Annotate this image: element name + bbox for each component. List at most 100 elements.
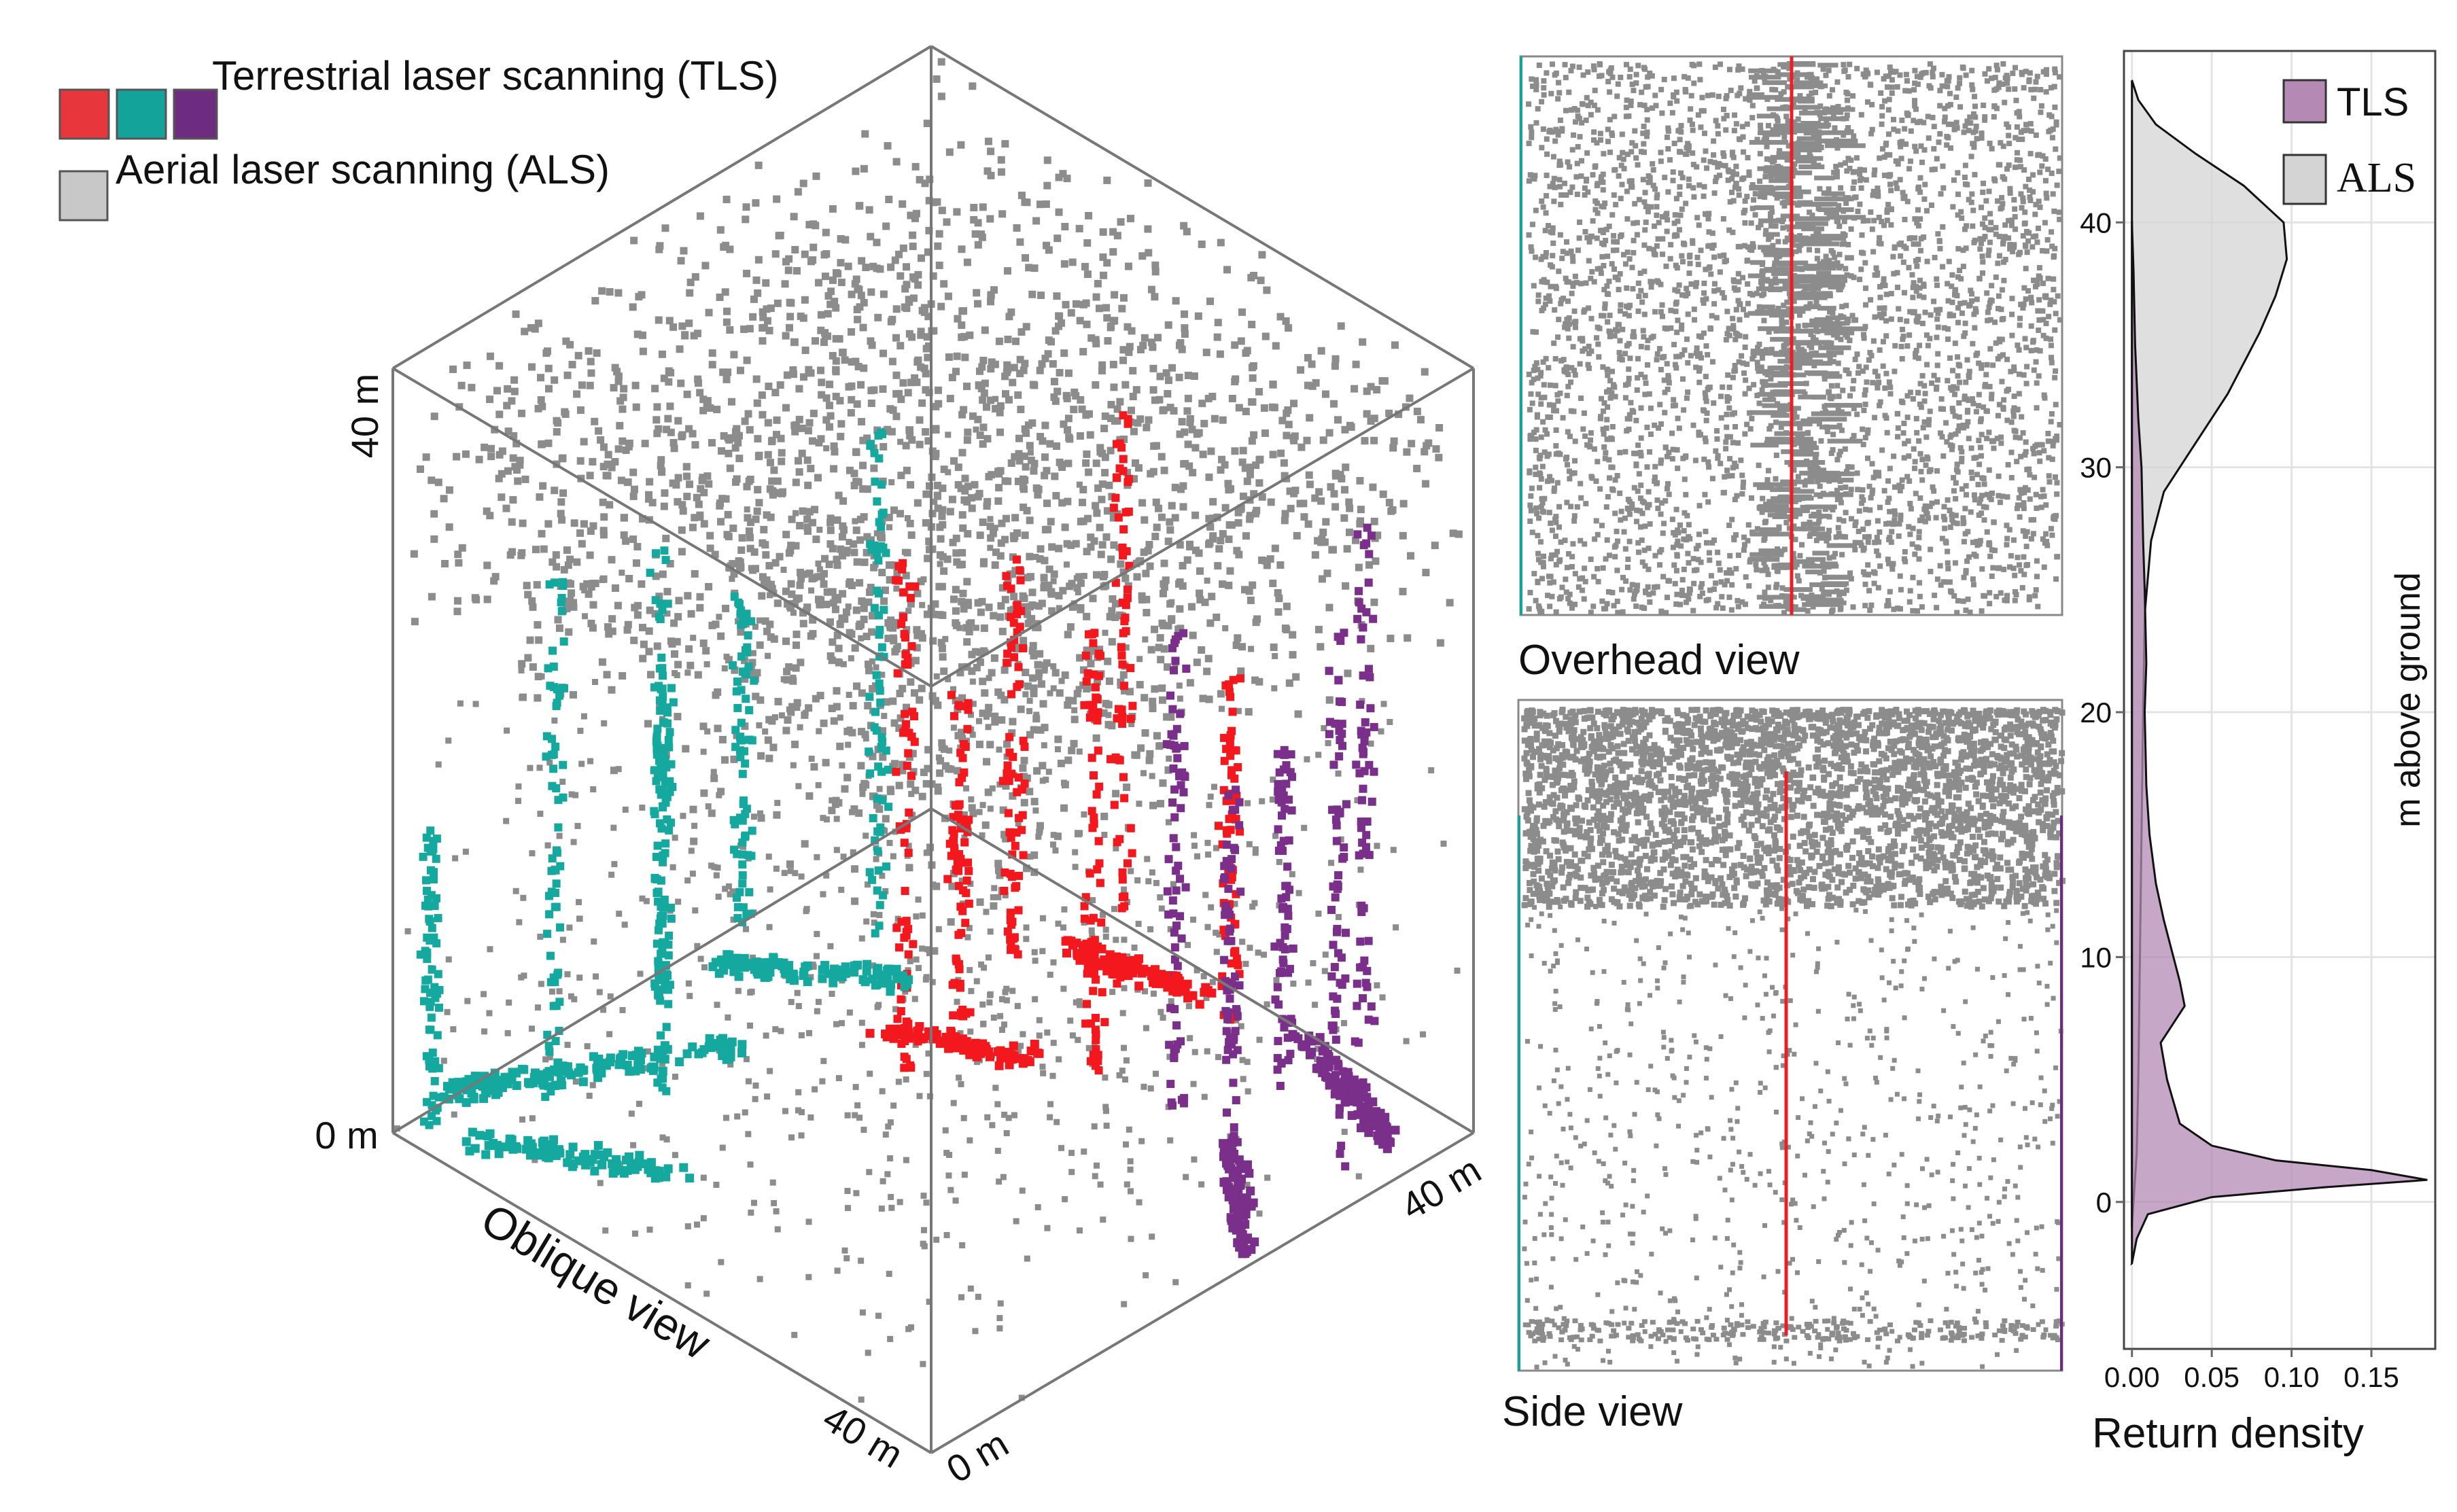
als-point: [1387, 634, 1395, 642]
als-point: [988, 669, 996, 677]
als-point: [783, 371, 791, 379]
als-point: [932, 425, 940, 433]
als-point: [483, 561, 491, 569]
als-point: [807, 974, 814, 981]
als-point: [909, 768, 918, 776]
als-point: [846, 466, 854, 474]
als-point: [887, 263, 895, 271]
tls-point-teal: [554, 823, 563, 832]
als-point: [1181, 310, 1189, 318]
tls-point-purple: [1168, 896, 1177, 905]
als-point: [710, 769, 717, 775]
tls-point-teal: [862, 966, 871, 976]
als-point: [818, 379, 826, 387]
als-point: [1206, 802, 1213, 809]
als-point: [444, 1008, 451, 1015]
als-point: [721, 288, 729, 296]
als-point: [990, 286, 998, 294]
als-point: [833, 703, 841, 711]
als-point: [835, 658, 841, 665]
als-point: [1119, 1010, 1126, 1017]
tls-point-red: [1088, 957, 1098, 967]
als-point: [1276, 561, 1285, 569]
als-point: [1008, 729, 1016, 737]
als-point: [579, 582, 587, 591]
tls-point-red: [1090, 947, 1099, 957]
tls-point-red: [1117, 643, 1126, 652]
als-point: [558, 455, 566, 463]
als-point: [861, 731, 869, 739]
als-point: [1305, 471, 1313, 479]
als-point: [1255, 678, 1264, 686]
als-point: [1020, 1031, 1026, 1038]
tls-point-red: [889, 1034, 899, 1043]
als-point: [1011, 514, 1020, 522]
als-point: [457, 381, 466, 389]
als-point: [1063, 175, 1071, 183]
als-point: [968, 796, 975, 803]
als-point: [852, 518, 858, 525]
als-point: [918, 684, 926, 692]
als-point: [771, 250, 780, 258]
als-point: [1124, 953, 1131, 960]
tls-point-red: [1123, 859, 1132, 868]
als-point: [1160, 406, 1168, 414]
als-point: [1367, 383, 1375, 391]
tls-point-purple: [1336, 637, 1345, 646]
als-point: [1177, 625, 1185, 633]
tls-point-teal: [737, 652, 746, 661]
als-point: [1019, 482, 1027, 491]
als-point: [926, 1299, 933, 1305]
als-point: [566, 340, 574, 349]
als-point: [640, 640, 648, 648]
als-point: [1098, 480, 1106, 488]
als-point: [1159, 779, 1167, 787]
als-point: [976, 809, 983, 815]
als-point: [1035, 625, 1042, 631]
tls-point-teal: [891, 966, 901, 976]
tls-point-red: [1007, 690, 1016, 699]
als-point: [1407, 552, 1415, 560]
als-point: [830, 717, 838, 725]
als-point: [691, 514, 699, 522]
als-point: [864, 881, 871, 888]
als-point: [1255, 456, 1264, 464]
tls-point-teal: [874, 556, 883, 565]
tls-point-purple: [1325, 730, 1334, 739]
als-point: [1036, 674, 1043, 681]
als-point: [1119, 356, 1128, 364]
als-point: [952, 368, 960, 376]
als-point: [548, 558, 557, 566]
als-point: [805, 1218, 812, 1225]
als-point: [986, 215, 994, 223]
tls-point-red: [904, 749, 913, 758]
tls-point-teal: [652, 745, 661, 754]
als-point: [599, 463, 608, 471]
als-point: [644, 720, 652, 728]
tls-point-red: [1119, 455, 1128, 463]
tls-point-red: [1092, 790, 1101, 799]
als-point: [961, 1172, 968, 1178]
tls-point-teal: [742, 670, 750, 679]
als-point: [542, 1056, 549, 1063]
als-point: [1216, 931, 1223, 938]
als-point: [1020, 452, 1028, 460]
als-point: [945, 148, 954, 156]
als-point: [1449, 529, 1457, 538]
als-point: [823, 872, 830, 879]
als-point: [968, 650, 976, 658]
als-point: [911, 656, 920, 665]
als-point: [931, 600, 939, 608]
als-point: [1041, 557, 1049, 565]
als-point: [893, 569, 901, 577]
als-point: [858, 1019, 865, 1026]
als-point: [1208, 593, 1216, 601]
als-point: [922, 370, 930, 378]
als-point: [504, 1030, 511, 1036]
als-point: [896, 272, 905, 280]
als-point: [841, 1247, 848, 1254]
als-point: [858, 1257, 865, 1264]
als-point: [905, 843, 912, 849]
als-point: [685, 645, 693, 653]
als-point: [1153, 879, 1160, 886]
